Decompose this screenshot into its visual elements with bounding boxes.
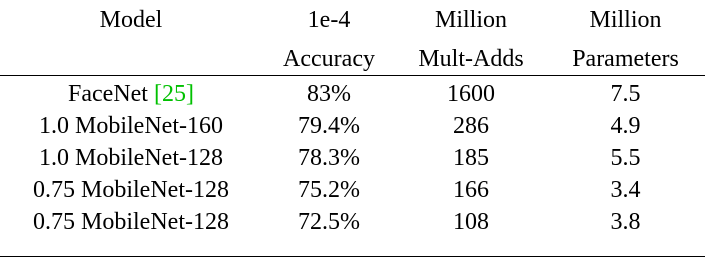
cell-mult-adds: 166 [453,177,489,203]
table-header: Model 1e-4 Million Million Accuracy Mult… [0,3,705,76]
bottom-rule [0,256,705,257]
cell-parameters: 3.4 [610,177,641,203]
cell-accuracy: 75.2% [298,177,360,203]
header-accuracy-line1: 1e-4 [307,7,351,33]
cell-model: 1.0 MobileNet-128 [39,145,223,171]
header-model-line2 [0,37,262,76]
cell-model: 1.0 MobileNet-160 [39,113,223,139]
header-parameters-line2: Parameters [572,46,679,72]
cell-model: 0.75 MobileNet-128 [33,209,229,235]
cell-mult-adds: 286 [453,113,489,139]
table-body: FaceNet [25] 83% 1600 7.5 1.0 MobileNet-… [0,76,705,239]
cell-accuracy: 79.4% [298,113,360,139]
results-table: Model 1e-4 Million Million Accuracy Mult… [0,3,705,238]
table-row: 1.0 MobileNet-128 78.3% 185 5.5 [0,142,705,174]
header-row-2: Accuracy Mult-Adds Parameters [0,37,705,76]
header-parameters-line1: Million [589,7,662,33]
cell-parameters: 4.9 [610,113,641,139]
cell-parameters: 3.8 [610,209,641,235]
cell-mult-adds: 108 [453,209,489,235]
header-row-1: Model 1e-4 Million Million [0,3,705,37]
cell-model: FaceNet [25] [0,76,262,111]
table-row: 0.75 MobileNet-128 72.5% 108 3.8 [0,206,705,238]
header-accuracy-line2: Accuracy [283,46,375,72]
header-mult-adds-line2: Mult-Adds [418,46,524,72]
header-mult-adds-line1: Million [434,7,507,33]
cell-parameters: 7.5 [610,81,641,107]
cell-mult-adds: 185 [453,145,489,171]
cell-model: 0.75 MobileNet-128 [33,177,229,203]
cell-accuracy: 78.3% [298,145,360,171]
table-row: 1.0 MobileNet-160 79.4% 286 4.9 [0,110,705,142]
cell-mult-adds: 1600 [447,81,495,107]
table-row: FaceNet [25] 83% 1600 7.5 [0,76,705,111]
header-model: Model [99,7,163,33]
cell-parameters: 5.5 [610,145,641,171]
citation-link[interactable]: [25] [153,81,194,107]
model-name: FaceNet [68,81,154,107]
cell-accuracy: 72.5% [298,209,360,235]
table-row: 0.75 MobileNet-128 75.2% 166 3.4 [0,174,705,206]
cell-accuracy: 83% [307,81,351,107]
